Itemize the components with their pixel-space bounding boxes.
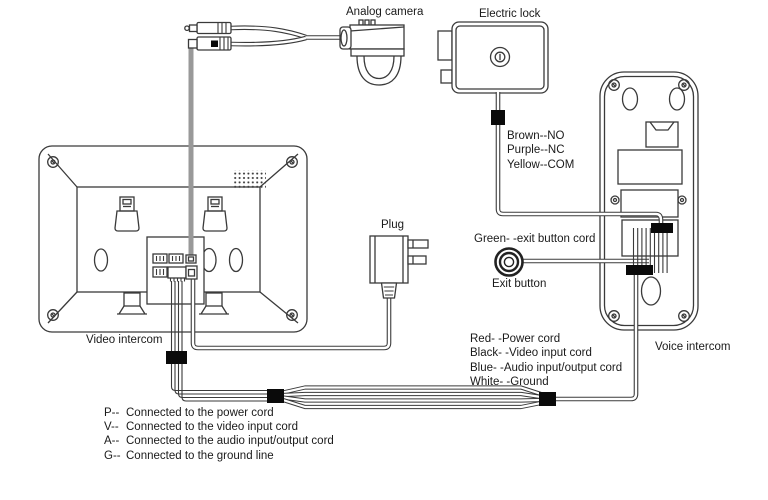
cord-label-ground: White- -Ground — [470, 375, 549, 388]
mounting-hole — [621, 87, 639, 111]
voice-intercom-cable — [554, 272, 639, 402]
plug-drawing — [369, 235, 429, 299]
intercom-cord-labels: Red- -Power cord Black- -Video input cor… — [470, 332, 622, 389]
legend-row-g: G-- Connected to the ground line — [104, 449, 334, 463]
voice-intercom-drawing — [599, 71, 699, 331]
analog-camera-drawing — [184, 19, 405, 86]
exit-button-drawing — [494, 247, 649, 277]
exit-button-label: Exit button — [492, 278, 547, 290]
electric-lock-label: Electric lock — [479, 8, 541, 20]
terminal-connectors — [152, 253, 198, 282]
lock-wire-label-no: Brown--NO — [507, 130, 565, 142]
plug-label: Plug — [381, 219, 405, 231]
cable-junction-left — [267, 389, 284, 403]
dc-power-connector — [184, 21, 232, 35]
legend-key: G-- — [104, 449, 121, 462]
intercom-cable-bundle — [170, 281, 271, 402]
cable-hole — [640, 276, 662, 306]
legend-desc: Connected to the ground line — [126, 449, 274, 462]
camera-dome — [356, 55, 402, 86]
lock-wire-label-nc: Purple--NC — [507, 144, 565, 157]
legend-desc: Connected to the video input cord — [126, 421, 298, 434]
lock-wire-label-com: Yellow--COM — [507, 158, 575, 171]
lock-cable — [495, 92, 664, 226]
video-intercom-label: Video intercom — [86, 334, 163, 346]
electric-lock-drawing — [437, 21, 549, 94]
legend-row-a: A-- Connected to the audio input/output … — [104, 434, 334, 448]
wire-clamp — [651, 223, 673, 233]
legend-row-p: P-- Connected to the power cord — [104, 406, 334, 420]
legend-key: P-- — [104, 407, 120, 419]
cord-label-audio: Blue- -Audio input/output cord — [470, 361, 623, 374]
bnc-connector — [187, 36, 232, 51]
voice-intercom-label: Voice intercom — [655, 341, 731, 353]
fanned-wires — [282, 385, 542, 410]
legend-desc: Connected to the audio input/output cord — [126, 435, 334, 448]
cable-junction-right — [539, 392, 556, 406]
speaker-grille — [233, 170, 266, 189]
legend-desc: Connected to the power cord — [126, 407, 274, 419]
legend-key: V-- — [104, 421, 119, 434]
lock-cable-ferrule — [491, 110, 505, 125]
wire-clamp — [626, 265, 653, 275]
video-intercom-drawing — [38, 145, 308, 333]
cable-ferrule — [166, 351, 187, 364]
cord-label-video: Black- -Video input cord — [470, 347, 592, 360]
terminal-legend: P-- Connected to the power cord V-- Conn… — [104, 406, 334, 463]
exit-button-cord-label: Green- -exit button cord — [474, 233, 596, 245]
cord-label-power: Red- -Power cord — [470, 333, 561, 345]
terminal-wires — [626, 223, 673, 275]
legend-row-v: V-- Connected to the video input cord — [104, 420, 334, 434]
camera-pigtail-cables — [230, 25, 343, 47]
lock-wire-color-labels: Brown--NO Purple--NC Yellow--COM — [507, 129, 574, 172]
camera-lens — [340, 29, 348, 47]
analog-camera-label: Analog camera — [346, 6, 424, 18]
plug-cord — [190, 277, 392, 351]
mounting-hole — [668, 87, 686, 111]
legend-key: A-- — [104, 435, 120, 448]
lock-keyhole — [489, 46, 511, 68]
